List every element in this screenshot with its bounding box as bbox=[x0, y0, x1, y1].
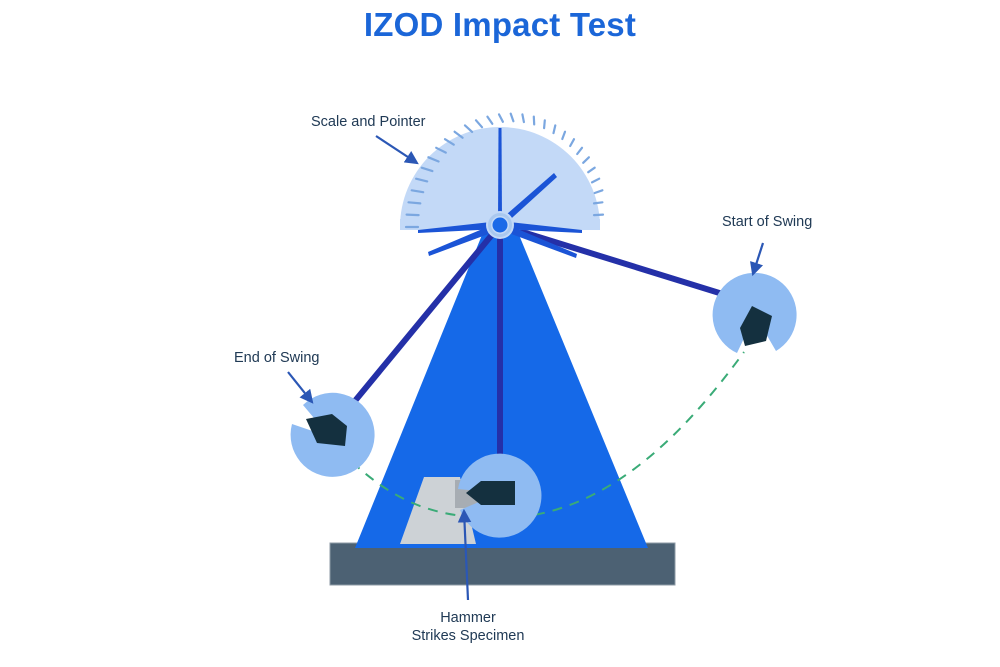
protractor-pointers bbox=[418, 128, 582, 258]
pointer-needle-downright bbox=[498, 222, 577, 258]
pointer-needle-left bbox=[418, 221, 500, 233]
pendulum-arm-start bbox=[497, 222, 745, 303]
hammer-end-blade bbox=[306, 414, 347, 446]
pendulum-arm-end bbox=[342, 222, 503, 416]
label-start-of-swing: Start of Swing bbox=[722, 214, 812, 230]
callout-arrow-end-of-swing bbox=[287, 371, 314, 404]
label-scale-and-pointer: Scale and Pointer bbox=[311, 114, 426, 130]
label-end-of-swing: End of Swing bbox=[234, 350, 319, 366]
callout-arrow-scale-and-pointer bbox=[375, 135, 419, 165]
pointer-needle-downleft bbox=[428, 222, 502, 256]
page-title: IZOD Impact Test bbox=[363, 6, 637, 43]
callout-arrow-hammer-strikes-specimen bbox=[457, 508, 472, 601]
pointer-needle-upright bbox=[499, 173, 557, 226]
hammer-impact-blade bbox=[466, 481, 515, 505]
label-hammer-line2: Strikes Specimen bbox=[412, 628, 525, 644]
base-plate bbox=[329, 542, 676, 586]
label-hammer-line1: Hammer bbox=[440, 610, 496, 626]
protractor-ticks bbox=[404, 112, 605, 229]
pivot-hub-ring bbox=[488, 213, 512, 237]
hammer-start-blade bbox=[740, 306, 772, 346]
pivot-hub-center bbox=[492, 217, 508, 233]
pointer-needle-right bbox=[500, 221, 582, 233]
pointer-needle-up bbox=[498, 128, 502, 223]
callout-arrow-start-of-swing bbox=[750, 242, 765, 277]
